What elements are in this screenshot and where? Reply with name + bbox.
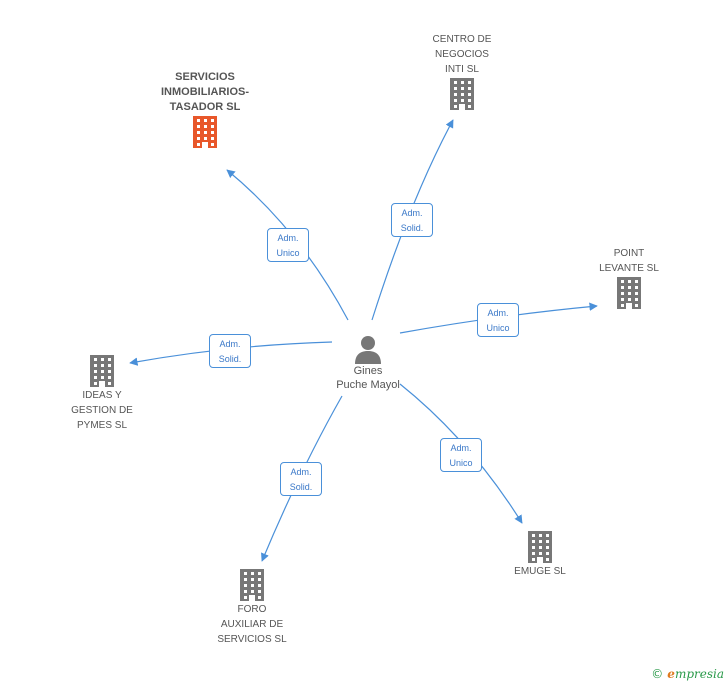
company-node-centro[interactable]: CENTRO DE NEGOCIOS INTI SL bbox=[402, 32, 522, 111]
brand-name: mpresia bbox=[674, 667, 724, 681]
company-node-point[interactable]: POINT LEVANTE SL bbox=[569, 246, 689, 310]
relation-badge-centro[interactable]: Adm. Solid. bbox=[391, 203, 433, 237]
company-name: IDEAS Y GESTION DE PYMES SL bbox=[71, 390, 133, 431]
building-icon bbox=[402, 77, 522, 111]
company-node-servicios[interactable]: SERVICIOS INMOBILIARIOS- TASADOR SL bbox=[145, 70, 265, 149]
relation-badge-servicios[interactable]: Adm. Unico bbox=[267, 228, 309, 262]
company-name: POINT LEVANTE SL bbox=[599, 248, 659, 274]
relation-badge-ideas[interactable]: Adm. Solid. bbox=[209, 334, 251, 368]
building-icon bbox=[42, 354, 162, 388]
building-icon bbox=[569, 276, 689, 310]
company-name: FORO AUXILIAR DE SERVICIOS SL bbox=[217, 604, 287, 645]
brand-initial: e bbox=[667, 667, 675, 681]
relation-badge-point[interactable]: Adm. Unico bbox=[477, 303, 519, 337]
person-icon bbox=[355, 336, 381, 364]
company-node-ideas[interactable]: IDEAS Y GESTION DE PYMES SL bbox=[42, 354, 162, 433]
company-name: SERVICIOS INMOBILIARIOS- TASADOR SL bbox=[161, 71, 249, 113]
company-name: EMUGE SL bbox=[514, 566, 566, 577]
company-name: CENTRO DE NEGOCIOS INTI SL bbox=[432, 34, 492, 75]
company-node-emuge[interactable]: EMUGE SL bbox=[480, 530, 600, 579]
person-name: Gines Puche Mayol bbox=[336, 365, 400, 391]
copyright-symbol: © bbox=[651, 667, 664, 681]
building-icon bbox=[145, 115, 265, 149]
company-node-foro[interactable]: FORO AUXILIAR DE SERVICIOS SL bbox=[192, 568, 312, 647]
person-node[interactable]: Gines Puche Mayol bbox=[318, 334, 418, 392]
building-icon bbox=[192, 568, 312, 602]
relation-badge-emuge[interactable]: Adm. Unico bbox=[440, 438, 482, 472]
brand-logo: ©empresia bbox=[651, 667, 724, 681]
building-icon bbox=[480, 530, 600, 564]
relation-badge-foro[interactable]: Adm. Solid. bbox=[280, 462, 322, 496]
